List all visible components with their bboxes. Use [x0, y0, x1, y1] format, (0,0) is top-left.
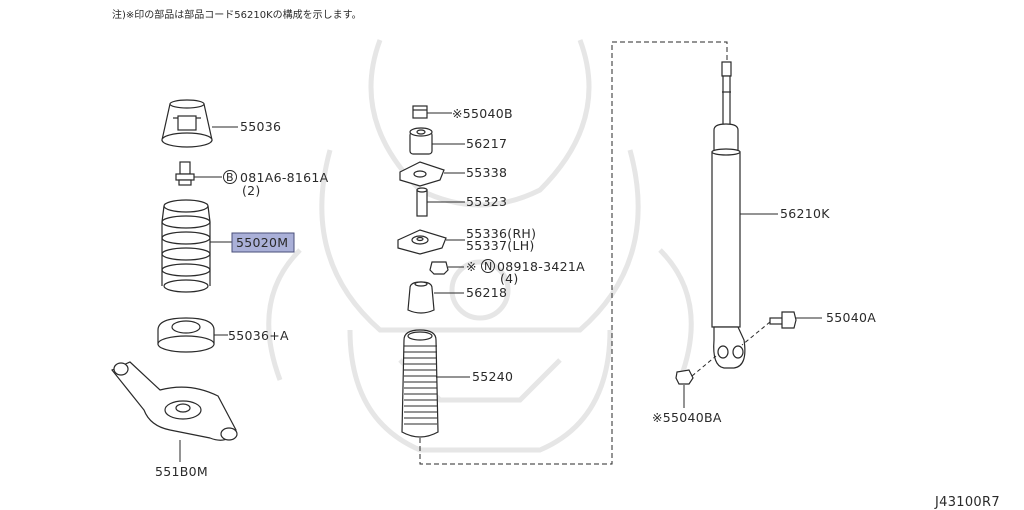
label-55337: 55337(LH)	[466, 238, 535, 253]
nut-mark: ※	[466, 259, 477, 274]
nut-08918	[429, 261, 449, 275]
bolt-55040A	[769, 311, 797, 329]
header-note: 注)※印の部品は部品コード56210Kの構成を示します。	[112, 8, 362, 21]
label-55036A: 55036+A	[228, 328, 289, 343]
label-55338: 55338	[466, 165, 507, 180]
dashed-bolt-line	[741, 321, 771, 346]
label-55240: 55240	[472, 369, 513, 384]
label-55020M[interactable]: 55020M	[236, 235, 288, 250]
bumper-56218	[407, 281, 435, 314]
lower-arm-551B0M	[111, 361, 238, 441]
bushing-56217	[409, 127, 433, 155]
label-55323: 55323	[466, 194, 507, 209]
label-08918-qty: (4)	[500, 271, 519, 286]
diagram-code: J43100R7	[934, 495, 1000, 510]
bolt-symbol: B	[226, 171, 234, 184]
nut-symbol: N	[484, 260, 492, 273]
label-bolt: 081A6-8161A	[240, 170, 329, 185]
shock-absorber-56210K	[711, 61, 746, 369]
upper-spring-seat-55036	[161, 99, 213, 148]
dust-boot-ribs	[404, 345, 437, 425]
label-56217: 56217	[466, 136, 507, 151]
label-55040BA: ※55040BA	[652, 410, 722, 425]
mount-55336	[397, 229, 447, 255]
collar-55323	[416, 187, 428, 217]
label-56210K: 56210K	[780, 206, 830, 221]
bolt-symbol-circle	[223, 170, 237, 184]
label-bolt-qty: (2)	[242, 183, 261, 198]
plate-55338	[399, 161, 445, 187]
label-55036: 55036	[240, 119, 281, 134]
label-55336: 55336(RH)	[466, 226, 536, 241]
label-55040B: ※55040B	[452, 106, 513, 121]
lower-spring-seat-55036A	[157, 317, 215, 353]
bolt-081A6	[175, 161, 195, 186]
coil-spring-55020M	[161, 199, 211, 293]
label-08918: 08918-3421A	[497, 259, 585, 274]
nut-55040BA	[675, 369, 694, 385]
assembly-bracket	[419, 41, 728, 465]
dust-boot-55240	[401, 329, 439, 438]
nut-symbol-circle	[481, 259, 495, 273]
label-56218: 56218	[466, 285, 507, 300]
dashed-nut-line	[691, 355, 717, 377]
highlight-55020M[interactable]	[231, 232, 295, 253]
label-55040A: 55040A	[826, 310, 876, 325]
nut-55040B	[412, 105, 428, 119]
label-551B0M: 551B0M	[155, 464, 208, 479]
